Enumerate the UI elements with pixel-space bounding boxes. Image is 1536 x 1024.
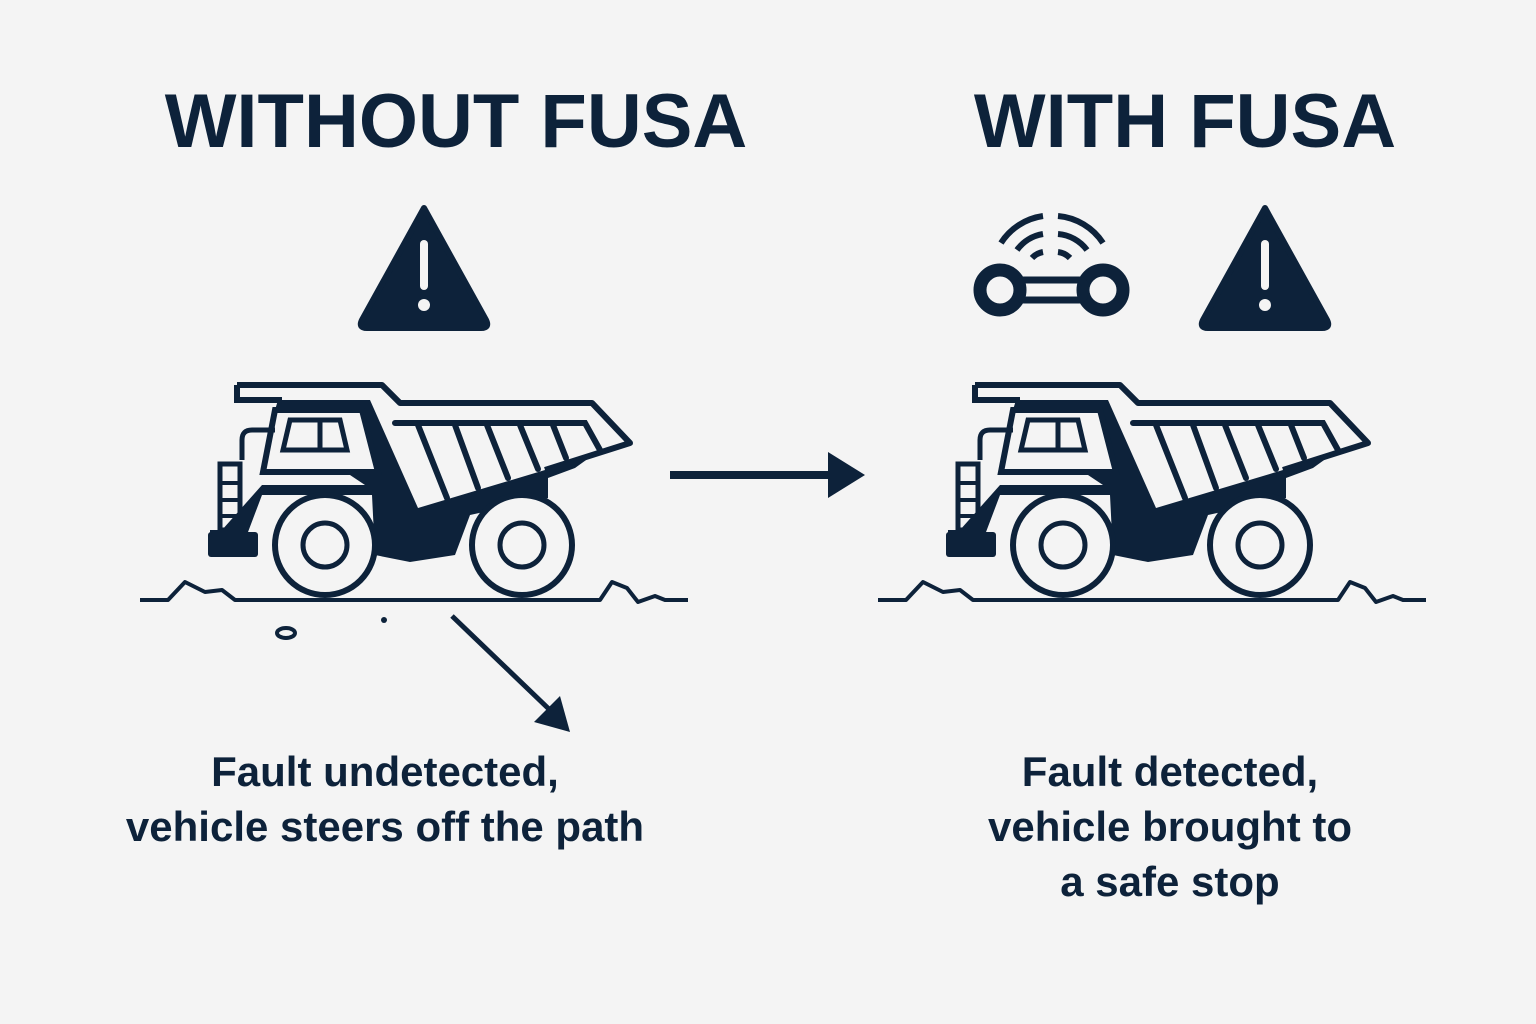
dump-truck-icon xyxy=(140,385,688,602)
without-fusa-title: WITHOUT FUSA xyxy=(164,79,748,164)
left-caption-line1: Fault undetected, xyxy=(211,748,559,795)
sensor-icon xyxy=(973,213,1130,317)
dump-truck-icon xyxy=(878,385,1426,602)
warning-icon xyxy=(1202,208,1328,328)
warning-icon xyxy=(361,208,487,328)
right-caption-line3: a safe stop xyxy=(1060,858,1280,905)
with-fusa-title: WITH FUSA xyxy=(973,79,1397,164)
right-caption-line2: vehicle brought to xyxy=(987,803,1352,850)
left-caption-line2: vehicle steers off the path xyxy=(125,803,645,850)
right-caption-line1: Fault detected, xyxy=(1021,748,1319,795)
right-arrow-icon xyxy=(670,452,865,498)
left-caption: Fault undetected, vehicle steers off the… xyxy=(60,744,710,854)
diagonal-arrow-icon xyxy=(450,614,570,732)
debris-dot xyxy=(381,617,387,623)
debris-mark xyxy=(275,626,297,640)
right-caption: Fault detected, vehicle brought to a saf… xyxy=(910,744,1430,909)
